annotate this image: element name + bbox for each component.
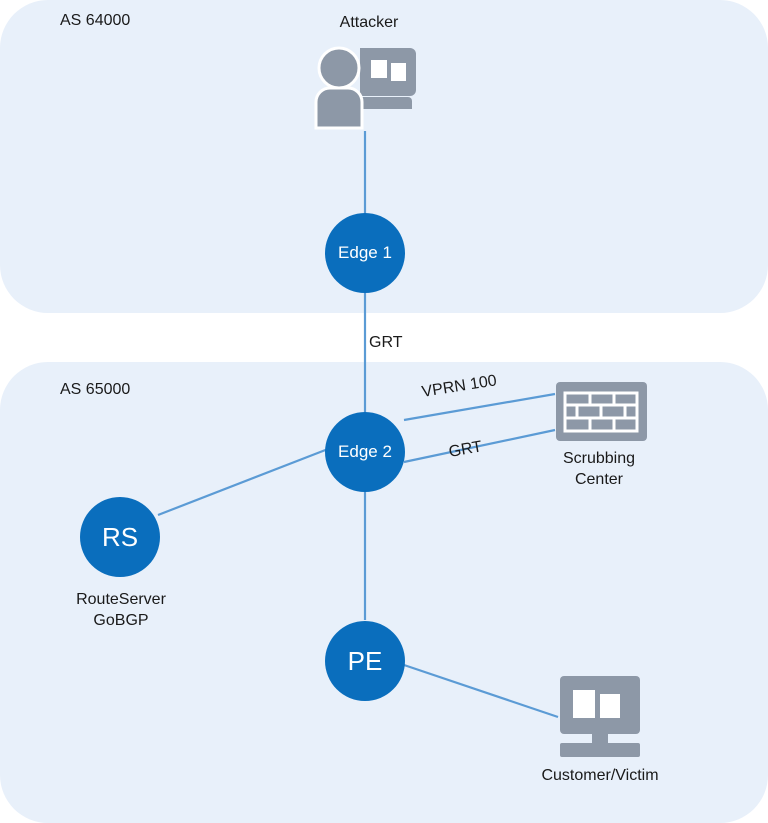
zone-label-as-64000: AS 64000 xyxy=(60,12,131,29)
firewall-icon xyxy=(556,382,647,441)
node-edge-2-label: Edge 2 xyxy=(338,442,392,461)
link-edge2-scrubbing-vprn xyxy=(403,392,556,422)
node-edge-1[interactable]: Edge 1 xyxy=(325,213,405,293)
routeserver-label-line2: GoBGP xyxy=(93,612,149,629)
scrubbing-label-line1: Scrubbing xyxy=(562,450,636,467)
link-label-grt-edge1-edge2: GRT xyxy=(369,334,403,351)
scrubbing-center-label: Scrubbing Center xyxy=(563,448,635,490)
node-edge-1-label: Edge 1 xyxy=(338,243,392,262)
customer-victim-label: Customer/Victim xyxy=(541,767,659,784)
node-pe[interactable]: PE xyxy=(325,621,405,701)
scrubbing-label-line2: Center xyxy=(574,471,624,488)
link-edge2-rs xyxy=(157,447,329,517)
routeserver-label: RouteServer GoBGP xyxy=(76,589,166,631)
node-edge-2[interactable]: Edge 2 xyxy=(325,412,405,492)
routeserver-label-line1: RouteServer xyxy=(76,591,166,608)
attacker-icon xyxy=(314,46,416,130)
link-pe-customer xyxy=(403,663,559,719)
node-routeserver[interactable]: RS xyxy=(80,497,160,577)
node-rs-label: RS xyxy=(101,521,139,552)
link-edge2-scrubbing-grt xyxy=(403,428,556,464)
zone-label-as-65000: AS 65000 xyxy=(60,381,131,398)
node-pe-label: PE xyxy=(347,645,383,676)
attacker-label: Attacker xyxy=(339,14,399,31)
desktop-monitor-icon xyxy=(560,676,640,757)
